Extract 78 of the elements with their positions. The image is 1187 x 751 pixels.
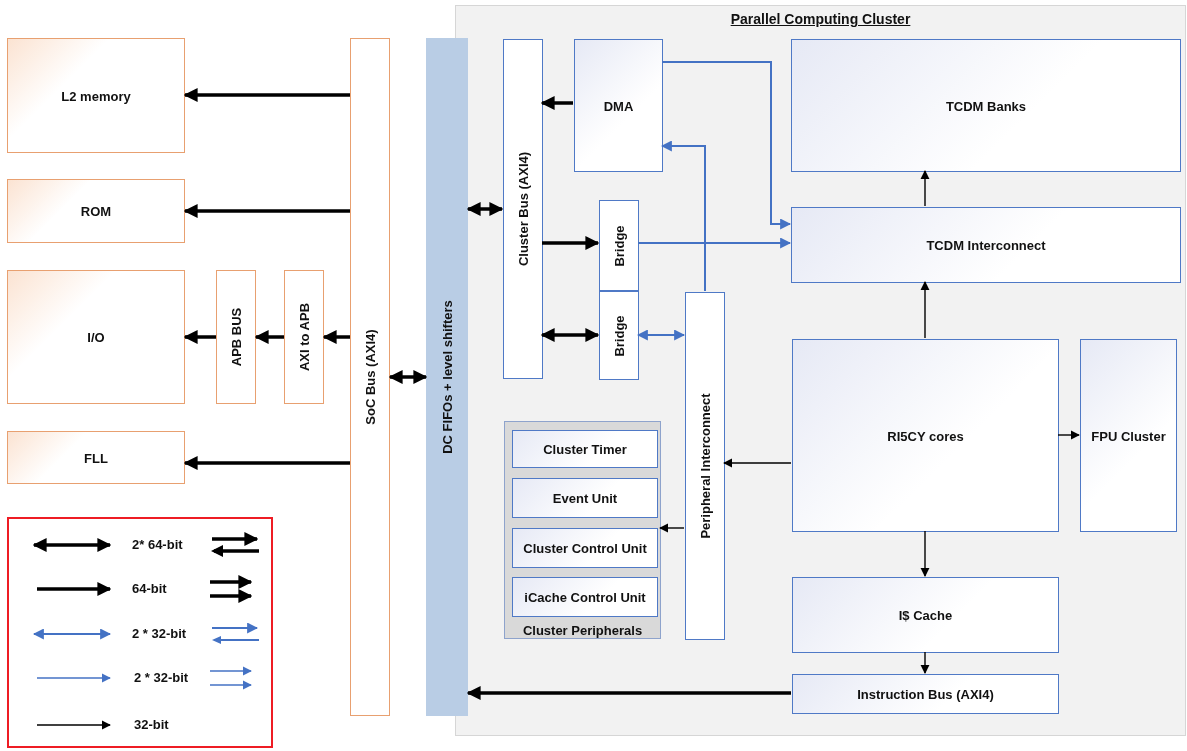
arrow — [322, 330, 350, 344]
arrow — [659, 523, 685, 533]
arrow — [661, 61, 792, 230]
block-label: Bridge — [611, 314, 627, 357]
bridge-block — [284, 270, 324, 404]
legend-label: 64-bit — [132, 581, 167, 596]
block-label: TCDM Banks — [945, 98, 1027, 113]
group-label: Cluster Peripherals — [522, 622, 643, 638]
bridge-block — [599, 291, 639, 380]
arrow — [637, 237, 792, 249]
arrow — [920, 170, 930, 207]
interconnect-bar — [685, 292, 725, 640]
block-label: DMA — [603, 98, 634, 113]
legend-label: 2* 64-bit — [132, 537, 183, 552]
arrow — [1057, 430, 1080, 440]
block-label: iCache Control Unit — [524, 589, 646, 605]
bus-block — [792, 674, 1059, 714]
block-label: I/O — [87, 329, 105, 345]
panel-title: Parallel Computing Cluster — [730, 11, 911, 27]
block-label: SoC Bus (AXI4) — [362, 329, 378, 425]
block-label: ROM — [80, 203, 112, 219]
block-label: Bridge — [611, 224, 627, 267]
block-label: Event Unit — [552, 490, 618, 506]
arrow — [183, 456, 350, 470]
block-label: Peripheral Interconnect — [697, 393, 713, 539]
arrow — [920, 651, 930, 674]
arrow — [723, 458, 792, 468]
legend-label: 2 * 32-bit — [134, 670, 189, 685]
peripheral-block — [512, 478, 658, 518]
fpu-block — [1080, 339, 1177, 532]
peripherals-group — [504, 421, 661, 639]
bus-block — [216, 270, 256, 404]
block-label: FPU Cluster — [1091, 428, 1166, 443]
arrow — [542, 236, 600, 250]
block-label: Cluster Bus (AXI4) — [515, 151, 531, 267]
dma-block — [574, 39, 663, 172]
peripheral-block — [512, 528, 658, 568]
peripheral-block — [512, 430, 658, 468]
block-label: RI5CY cores — [887, 428, 964, 443]
legend-label: 32-bit — [134, 717, 169, 732]
block-label: DC FIFOs + level shifters — [439, 300, 455, 454]
io-block — [7, 270, 185, 404]
legend-label: 2 * 32-bit — [132, 626, 187, 641]
memory-block — [7, 179, 185, 243]
interconnect-block — [791, 207, 1181, 283]
arrow — [183, 204, 350, 218]
block-label: APB BUS — [228, 307, 244, 367]
arrow — [920, 530, 930, 577]
arrow — [183, 330, 216, 344]
arrow — [540, 96, 573, 110]
double-arrow — [466, 202, 504, 216]
double-arrow — [388, 370, 428, 384]
block-label: AXI to APB — [296, 302, 312, 372]
block-label: L2 memory — [61, 88, 131, 103]
block-label: FLL — [84, 450, 108, 465]
double-arrow — [636, 329, 686, 341]
cores-block — [792, 339, 1059, 532]
fifo-bar — [426, 38, 468, 716]
memory-block — [7, 38, 185, 153]
block-label: Cluster Timer — [543, 441, 627, 457]
arrow — [920, 281, 930, 339]
clock-block — [7, 431, 185, 484]
arrow — [254, 330, 284, 344]
cluster-panel — [455, 5, 1186, 736]
block-label: I$ Cache — [898, 607, 953, 623]
bus-bar — [503, 39, 543, 379]
cache-block — [792, 577, 1059, 653]
bridge-block — [599, 200, 639, 291]
double-arrow — [540, 328, 600, 342]
arrow — [183, 88, 350, 102]
memory-block — [791, 39, 1181, 172]
bus-bar — [350, 38, 390, 716]
block-label: TCDM Interconnect — [926, 237, 1046, 253]
block-label: Cluster Control Unit — [523, 540, 647, 556]
arrow — [466, 686, 791, 700]
peripheral-block — [512, 577, 658, 617]
arrow — [660, 140, 706, 292]
block-label: Instruction Bus (AXI4) — [857, 686, 994, 702]
